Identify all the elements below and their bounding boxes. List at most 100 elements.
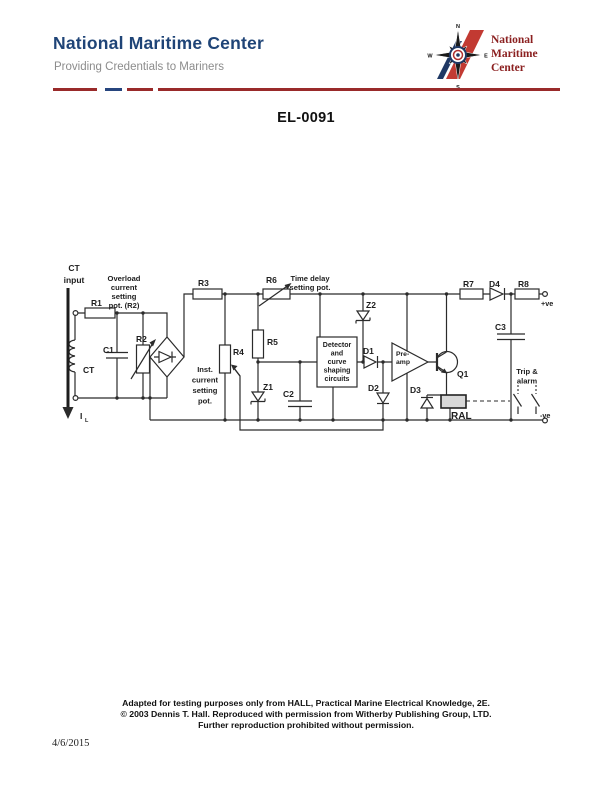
detector-box-label: and xyxy=(331,351,343,358)
print-date: 4/6/2015 xyxy=(52,738,90,749)
diode-d1 xyxy=(363,355,378,369)
capacitors xyxy=(106,333,525,408)
q1-label: Q1 xyxy=(457,369,469,379)
r2-label: R2 xyxy=(136,334,147,344)
resistor-r5 xyxy=(251,329,265,359)
overload-pot-label: Overload xyxy=(108,274,141,283)
overload-pot-label: pot. (R2) xyxy=(109,301,140,310)
ral-label: RAL xyxy=(451,411,472,422)
resistor-r7 xyxy=(459,288,484,300)
d4-label: D4 xyxy=(489,279,500,289)
ct-coil-label: CT xyxy=(83,365,95,375)
negative-terminal-label: -ve xyxy=(540,411,550,420)
time-delay-pot-label: setting pot. xyxy=(290,283,331,292)
logo-line: Center xyxy=(491,62,525,74)
circuit-labels: CT input I L R1 CT C1 R2 Overload curren… xyxy=(64,263,554,424)
transistor-q1 xyxy=(435,350,459,374)
inst-pot-label: Inst. xyxy=(197,365,213,374)
ct-input-label: input xyxy=(64,275,85,285)
ct-input-arrow xyxy=(62,288,74,419)
r6-label: R6 xyxy=(266,275,277,285)
positive-terminal-label: +ve xyxy=(541,299,553,308)
potentiometer-r4 xyxy=(218,344,232,374)
r5-label: R5 xyxy=(267,337,278,347)
page-title: National Maritime Center xyxy=(53,33,264,53)
r3-label: R3 xyxy=(198,278,209,288)
ct-bottom-terminal xyxy=(72,395,79,402)
compass-n-label: N xyxy=(456,24,460,30)
diode-d4 xyxy=(489,287,505,301)
detector-box-label: curve xyxy=(328,359,347,366)
detector-box xyxy=(316,336,358,388)
z2-label: Z2 xyxy=(366,300,376,310)
copyright-notice: Adapted for testing purposes only from H… xyxy=(0,698,612,731)
negative-terminal xyxy=(541,417,548,424)
bridge-rectifier xyxy=(149,336,185,378)
trip-alarm-contacts xyxy=(466,385,541,414)
diodes xyxy=(250,287,506,409)
preamp-triangle xyxy=(391,342,430,382)
inst-pot-label: current xyxy=(192,376,219,385)
resistor-r3 xyxy=(192,288,223,300)
capacitor-c2 xyxy=(288,400,312,408)
overload-pot-label: setting xyxy=(112,292,137,301)
resistor-r8 xyxy=(514,288,540,300)
preamp-label: Pre- xyxy=(396,351,409,358)
divider-segment-blue xyxy=(105,88,122,91)
nmc-logo: N E S W National Maritime Center xyxy=(424,20,594,92)
trip-alarm-label: alarm xyxy=(517,377,538,386)
copyright-line: Further reproduction prohibited without … xyxy=(198,720,414,730)
page-subtitle: Providing Credentials to Mariners xyxy=(54,61,225,73)
ct-top-terminal xyxy=(72,310,79,317)
r7-label: R7 xyxy=(463,279,474,289)
divider-segment xyxy=(53,88,97,91)
detector-box-label: Detector xyxy=(323,342,352,349)
compass-e-label: E xyxy=(484,54,488,60)
divider-segment xyxy=(158,88,560,91)
copyright-line: © 2003 Dennis T. Hall. Reproduced with p… xyxy=(120,709,492,719)
compass-rose-icon: N E S W xyxy=(427,24,488,91)
resistors xyxy=(84,283,540,380)
time-delay-pot-label: Time delay xyxy=(290,274,330,283)
zener-z2 xyxy=(355,310,371,322)
logo-wordmark: National Maritime Center xyxy=(491,33,538,75)
copyright-line: Adapted for testing purposes only from H… xyxy=(122,698,490,708)
c3-label: C3 xyxy=(495,322,506,332)
diode-d3 xyxy=(419,397,435,409)
c1-label: C1 xyxy=(103,345,114,355)
inst-pot-label: setting xyxy=(193,386,218,395)
d3-label: D3 xyxy=(410,385,421,395)
inst-pot-label: pot. xyxy=(198,397,212,406)
load-current-sub: L xyxy=(85,418,89,424)
junction-dots xyxy=(115,292,513,422)
terminals xyxy=(72,291,548,424)
circuit-wires xyxy=(68,293,543,431)
overload-pot-label: current xyxy=(111,283,138,292)
resistor-r1 xyxy=(84,307,116,319)
r8-label: R8 xyxy=(518,279,529,289)
capacitor-c1 xyxy=(106,351,128,359)
detector-box-label: circuits xyxy=(325,376,350,383)
relay-coil-ral xyxy=(440,394,467,409)
capacitor-c3 xyxy=(497,333,525,341)
r1-label: R1 xyxy=(91,298,102,308)
c2-label: C2 xyxy=(283,389,294,399)
zener-z1 xyxy=(250,391,266,403)
r4-label: R4 xyxy=(233,347,244,357)
preamp-label: amp xyxy=(396,359,410,366)
divider-segment xyxy=(127,88,153,91)
diode-d2 xyxy=(375,392,391,405)
d2-label: D2 xyxy=(368,383,379,393)
exam-figure-number: EL-0091 xyxy=(277,110,335,126)
d1-label: D1 xyxy=(363,346,374,356)
trip-alarm-label: Trip & xyxy=(516,367,538,376)
positive-terminal xyxy=(541,291,548,298)
load-current-label: I xyxy=(80,411,82,421)
ct-input-label: CT xyxy=(68,263,80,273)
z1-label: Z1 xyxy=(263,382,273,392)
logo-line: National xyxy=(491,34,534,46)
logo-line: Maritime xyxy=(491,48,538,60)
detector-box-label: shaping xyxy=(324,368,351,375)
